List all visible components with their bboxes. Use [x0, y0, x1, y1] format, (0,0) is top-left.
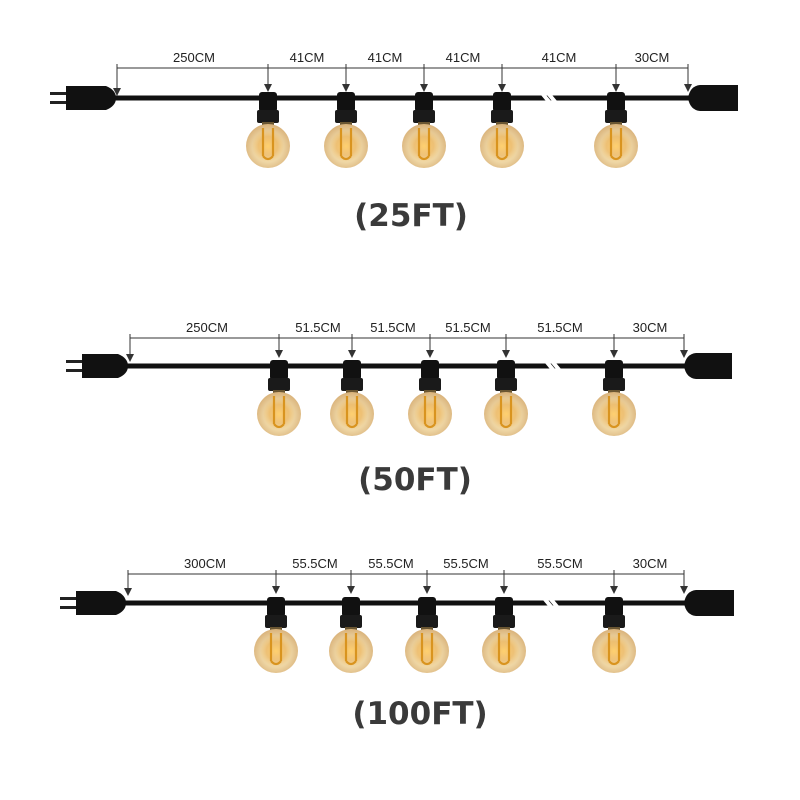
bulb-icon: [402, 92, 446, 168]
dimension-label: 250CM: [186, 320, 228, 335]
bulb-icon: [484, 360, 528, 436]
dimension-label: 55.5CM: [537, 556, 583, 571]
bulb-icon: [329, 597, 373, 673]
string-100ft: 300CM 55.5CM 55.5CM 55.5CM 55.5CM 30CM: [60, 556, 734, 732]
dimension-label: 30CM: [635, 50, 670, 65]
bulb-icon: [592, 360, 636, 436]
dimension-label: 30CM: [633, 320, 668, 335]
dimension-label: 41CM: [368, 50, 403, 65]
socket-icon: [684, 353, 732, 379]
dimension-label: 30CM: [633, 556, 668, 571]
bulb-icon: [408, 360, 452, 436]
arrow-down-icon: [124, 586, 688, 596]
arrow-down-icon: [126, 350, 688, 362]
dimension-label: 41CM: [446, 50, 481, 65]
dimension-label: 300CM: [184, 556, 226, 571]
dimension-label: 41CM: [542, 50, 577, 65]
length-title: (100FT): [352, 696, 487, 732]
bulb-icon: [405, 597, 449, 673]
dimension-label: 51.5CM: [295, 320, 341, 335]
bulb-icon: [330, 360, 374, 436]
dimension-label: 41CM: [290, 50, 325, 65]
socket-icon: [684, 590, 734, 616]
cable-break: [541, 595, 561, 611]
dimension-label: 250CM: [173, 50, 215, 65]
string-50ft: 250CM 51.5CM 51.5CM 51.5CM 51.5CM 30CM: [66, 320, 732, 498]
bulb-icon: [254, 597, 298, 673]
socket-icon: [688, 85, 738, 111]
dimension-row: [116, 64, 689, 92]
bulb-icon: [246, 92, 290, 168]
plug-icon: [60, 591, 126, 615]
dimension-label: 51.5CM: [370, 320, 416, 335]
dimension-label: 55.5CM: [443, 556, 489, 571]
dimension-row: [129, 334, 685, 358]
dimension-label: 55.5CM: [292, 556, 338, 571]
bulb-icon: [594, 92, 638, 168]
arrow-down-icon: [113, 84, 692, 96]
cable-break: [543, 358, 563, 374]
dimension-label: 51.5CM: [537, 320, 583, 335]
string-25ft: 250CM 41CM 41CM 41CM 41CM 30CM: [50, 50, 738, 234]
bulb-icon: [257, 360, 301, 436]
dimension-label: 55.5CM: [368, 556, 414, 571]
dimension-label: 51.5CM: [445, 320, 491, 335]
cable-break: [539, 90, 559, 106]
bulb-icon: [482, 597, 526, 673]
plug-icon: [66, 354, 128, 378]
bulb-icon: [324, 92, 368, 168]
bulb-icon: [480, 92, 524, 168]
length-title: (50FT): [358, 462, 472, 498]
dimension-row: [127, 570, 685, 592]
plug-icon: [50, 86, 116, 110]
bulb-icon: [592, 597, 636, 673]
length-title: (25FT): [354, 198, 468, 234]
